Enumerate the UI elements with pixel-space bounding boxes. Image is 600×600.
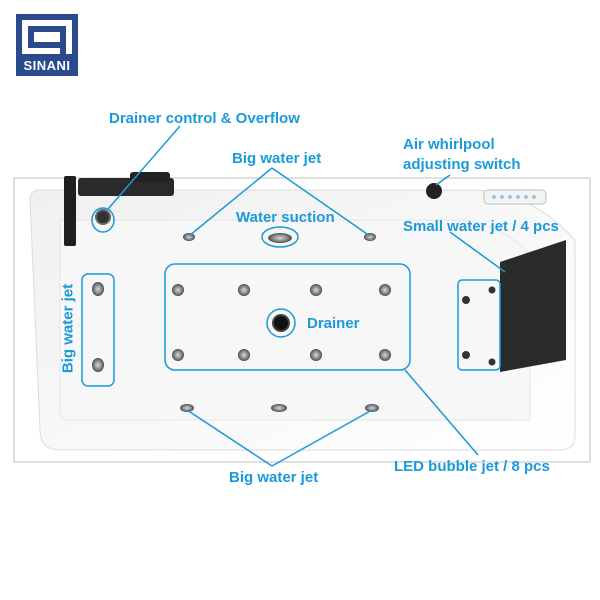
label-led-bubble-jet: LED bubble jet / 8 pcs	[394, 458, 550, 475]
drainer-outline	[266, 308, 296, 338]
big-water-jet	[180, 404, 194, 412]
led-jets-outline	[164, 263, 411, 371]
water-suction	[268, 233, 292, 243]
faucet-base	[78, 178, 174, 196]
label-drainer-control: Drainer control & Overflow	[109, 110, 300, 127]
big-water-jet	[365, 404, 379, 412]
leader-big-jet-top-left	[188, 167, 273, 237]
label-drainer: Drainer	[307, 315, 360, 332]
logo-text: SINANI	[23, 58, 71, 73]
leader-led-jets	[404, 369, 479, 456]
control-panel	[483, 189, 547, 205]
logo-mark-icon	[22, 20, 72, 54]
faucet-spout	[64, 176, 76, 246]
label-big-water-jet-side: Big water jet	[59, 283, 77, 374]
label-air-whirlpool-line1: Air whirlpool	[403, 136, 495, 153]
overflow-knob	[95, 209, 111, 225]
label-air-whirlpool-line2: adjusting switch	[403, 156, 521, 173]
leader-small-jet	[449, 231, 506, 273]
leader-drainer-control	[107, 125, 181, 210]
side-jets-outline	[81, 273, 115, 387]
label-big-water-jet-bottom: Big water jet	[229, 469, 319, 486]
brand-logo: SINANI	[16, 14, 78, 76]
label-big-water-jet-top: Big water jet	[232, 150, 322, 167]
suction-outline	[261, 226, 299, 248]
label-water-suction: Water suction	[236, 209, 335, 226]
big-water-jet	[92, 358, 104, 372]
label-small-water-jet: Small water jet / 4 pcs	[403, 218, 559, 235]
led-bubble-jets	[172, 284, 391, 361]
leader-big-jet-bottom-left	[186, 409, 273, 467]
small-water-jet	[488, 286, 496, 294]
air-whirlpool-switch	[426, 183, 442, 199]
big-water-jet	[92, 282, 104, 296]
leader-big-jet-bottom-right	[271, 409, 373, 467]
big-water-jet	[183, 233, 195, 241]
leader-big-jet-top-right	[271, 167, 371, 237]
overflow-outline	[91, 207, 115, 233]
drainer	[272, 314, 290, 332]
faucet-handle	[130, 172, 170, 182]
big-water-jet	[364, 233, 376, 241]
small-jets-outline	[457, 279, 501, 371]
bottom-jet	[271, 404, 287, 412]
leader-air-switch	[435, 174, 451, 186]
headrest	[500, 240, 566, 372]
small-water-jet	[488, 358, 496, 366]
small-water-jet	[462, 351, 470, 359]
small-water-jet	[462, 296, 470, 304]
